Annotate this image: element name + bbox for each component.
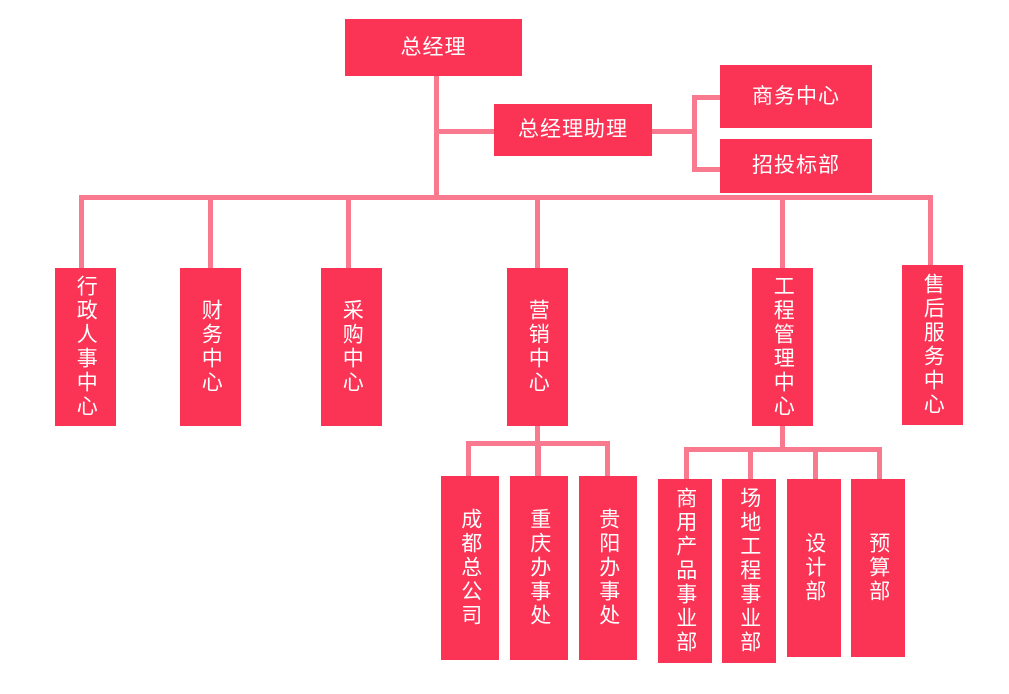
node-label: 设计部 xyxy=(802,532,827,604)
connector-assistant-riser xyxy=(692,95,697,172)
connector-engineering-stem xyxy=(780,424,785,452)
node-guiyang-office[interactable]: 贵阳办事处 xyxy=(579,476,637,660)
node-label: 招投标部 xyxy=(752,153,840,178)
connector-to-business-center xyxy=(692,95,722,100)
node-label: 场地工程事业部 xyxy=(737,487,762,655)
connector-drop-admin-hr xyxy=(79,195,84,270)
connector-drop-finance xyxy=(208,195,213,270)
node-label: 营销中心 xyxy=(526,299,551,395)
node-chengdu-hq[interactable]: 成都总公司 xyxy=(441,476,499,660)
connector-to-bidding-dept xyxy=(692,167,722,172)
node-design-dept[interactable]: 设计部 xyxy=(787,479,841,657)
node-label: 重庆办事处 xyxy=(527,508,552,628)
node-business-center[interactable]: 商务中心 xyxy=(720,65,872,128)
node-commercial-product-div[interactable]: 商用产品事业部 xyxy=(658,479,712,663)
node-gm-assistant[interactable]: 总经理助理 xyxy=(494,104,652,156)
connector-main-bus xyxy=(79,195,933,200)
node-label: 售后服务中心 xyxy=(921,273,946,417)
node-label: 采购中心 xyxy=(340,299,365,395)
connector-engineering-bus xyxy=(684,447,881,452)
connector-drop-chongqing xyxy=(536,441,541,477)
node-label: 成都总公司 xyxy=(458,508,483,628)
node-engineering-mgmt-center[interactable]: 工程管理中心 xyxy=(752,268,813,426)
node-aftersales-center[interactable]: 售后服务中心 xyxy=(902,265,963,425)
node-general-manager[interactable]: 总经理 xyxy=(345,19,522,76)
node-label: 工程管理中心 xyxy=(771,275,796,419)
node-bidding-dept[interactable]: 招投标部 xyxy=(720,139,872,193)
node-procurement-center[interactable]: 采购中心 xyxy=(321,268,382,426)
connector-drop-guiyang xyxy=(605,441,610,477)
connector-drop-site-engineering xyxy=(748,447,753,480)
node-budget-dept[interactable]: 预算部 xyxy=(851,479,905,657)
connector-gm-stem xyxy=(434,75,439,199)
node-label: 商务中心 xyxy=(752,83,840,108)
connector-drop-chengdu xyxy=(466,441,471,477)
node-admin-hr-center[interactable]: 行政人事中心 xyxy=(55,268,116,426)
node-label: 贵阳办事处 xyxy=(596,508,621,628)
node-site-engineering-div[interactable]: 场地工程事业部 xyxy=(722,479,776,663)
connector-drop-marketing xyxy=(535,195,540,270)
connector-gm-to-assistant xyxy=(434,129,496,134)
node-marketing-center[interactable]: 营销中心 xyxy=(507,268,568,426)
node-label: 总经理 xyxy=(400,34,467,59)
connector-drop-engineering xyxy=(780,195,785,270)
node-finance-center[interactable]: 财务中心 xyxy=(180,268,241,426)
node-label: 预算部 xyxy=(866,532,891,604)
node-chongqing-office[interactable]: 重庆办事处 xyxy=(510,476,568,660)
node-label: 财务中心 xyxy=(199,299,224,395)
connector-drop-budget xyxy=(877,447,882,480)
connector-drop-design xyxy=(813,447,818,480)
node-label: 总经理助理 xyxy=(518,117,628,142)
node-label: 行政人事中心 xyxy=(74,275,99,419)
connector-drop-commercial-product xyxy=(684,447,689,480)
node-label: 商用产品事业部 xyxy=(673,487,698,655)
connector-drop-procurement xyxy=(346,195,351,270)
connector-assistant-stem xyxy=(652,129,696,134)
connector-drop-aftersales xyxy=(928,195,933,267)
